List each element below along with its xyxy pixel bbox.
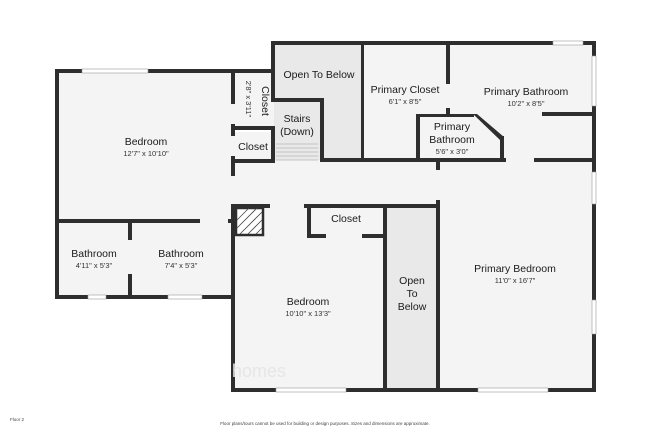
room-labels: Bedroom 12'7" x 10'10" Closet 2'8" x 3'1… xyxy=(71,69,568,318)
wall xyxy=(383,206,387,392)
window xyxy=(87,294,107,300)
primary-closet-floor xyxy=(362,44,448,160)
stairs-treads xyxy=(276,143,318,161)
bathroom-2-label: Bathroom xyxy=(158,248,204,260)
wall xyxy=(320,98,324,162)
bedroom-2-dims: 10'10" x 13'3" xyxy=(285,309,331,318)
window xyxy=(167,294,203,300)
disclaimer: Floor plans/tours cannot be used for bui… xyxy=(220,421,430,426)
wall xyxy=(58,219,234,223)
window xyxy=(81,68,149,74)
wall xyxy=(55,295,234,299)
primary-bathroom-small-line1: Primary xyxy=(434,121,471,133)
doorway xyxy=(326,234,362,238)
primary-bedroom-label: Primary Bedroom xyxy=(474,263,556,275)
stairs-label-line2: (Down) xyxy=(280,126,314,138)
open-below-mid-line3: Below xyxy=(398,301,427,313)
wall xyxy=(473,114,504,140)
walls xyxy=(55,41,596,392)
doorway xyxy=(231,136,235,156)
closet-vertical-label: Closet xyxy=(259,86,271,116)
floor-label: Floor 2 xyxy=(10,417,25,422)
closet-small-floor xyxy=(234,132,272,160)
open-below-mid-line2: To xyxy=(406,288,417,300)
wall xyxy=(55,69,273,73)
wall xyxy=(416,114,474,117)
wall xyxy=(234,126,274,130)
hatched-shaft xyxy=(234,206,265,237)
wall xyxy=(542,112,594,116)
primary-bedroom-dims: 11'0" x 16'7" xyxy=(495,276,536,285)
stairs-label-line1: Stairs xyxy=(284,113,311,125)
doorway xyxy=(446,84,450,108)
wall xyxy=(234,204,440,208)
bathroom-2-floor xyxy=(130,222,234,296)
closet-mid-label: Closet xyxy=(331,213,361,225)
wall xyxy=(361,44,364,162)
wall xyxy=(231,388,596,392)
openings xyxy=(81,40,597,393)
wall xyxy=(231,72,235,392)
open-to-below-top-label: Open To Below xyxy=(283,69,354,81)
watermark: homes xyxy=(232,361,286,381)
primary-bathroom-label: Primary Bathroom xyxy=(484,86,569,98)
wall xyxy=(500,136,504,160)
window xyxy=(552,40,584,46)
wall xyxy=(446,44,450,114)
doorway xyxy=(231,104,235,124)
window xyxy=(591,171,597,205)
window xyxy=(477,387,549,393)
primary-bathroom-dims: 10'2" x 8'5" xyxy=(508,99,545,108)
bathroom-2-dims: 7'4" x 5'3" xyxy=(165,261,198,270)
open-below-mid-floor xyxy=(386,206,438,390)
doorway xyxy=(128,240,132,274)
closet-vertical-floor xyxy=(234,72,272,128)
wall xyxy=(436,160,440,392)
bathroom-1-floor xyxy=(58,222,130,296)
open-below-mid-line1: Open xyxy=(399,275,425,287)
wall xyxy=(271,98,323,102)
wall xyxy=(55,69,59,299)
wall xyxy=(307,204,311,238)
primary-closet-dims: 6'1" x 8'5" xyxy=(389,97,422,106)
wall xyxy=(234,159,274,163)
closet-mid-floor xyxy=(308,206,384,236)
bedroom-2-label: Bedroom xyxy=(287,296,330,308)
doorway xyxy=(200,219,228,223)
doorway xyxy=(436,170,440,200)
wall xyxy=(271,41,275,101)
window xyxy=(275,387,347,393)
bedroom-1-floor xyxy=(58,72,234,222)
wall xyxy=(416,114,420,160)
bathroom-1-dims: 4'11" x 5'3" xyxy=(76,261,113,270)
doorway xyxy=(506,158,534,162)
primary-bathroom-floor xyxy=(448,44,592,160)
closet-vertical-dims: 2'8" x 3'11" xyxy=(244,81,253,118)
bathroom-1-label: Bathroom xyxy=(71,248,117,260)
primary-bathroom-small-dims: 5'6" x 3'0" xyxy=(436,147,469,156)
bedroom-1-label: Bedroom xyxy=(125,136,168,148)
window xyxy=(591,55,597,107)
wall xyxy=(320,158,594,162)
doorway xyxy=(231,176,235,204)
doorway xyxy=(270,204,304,208)
window xyxy=(591,299,597,335)
primary-bathroom-small-line2: Bathroom xyxy=(429,134,475,146)
wall xyxy=(271,126,275,163)
wall xyxy=(271,41,596,45)
closet-small-label: Closet xyxy=(238,141,268,153)
primary-bedroom-floor xyxy=(438,160,592,390)
wall xyxy=(592,41,596,391)
bedroom-1-dims: 12'7" x 10'10" xyxy=(123,149,169,158)
primary-closet-label: Primary Closet xyxy=(371,84,440,96)
hallway-floor xyxy=(234,162,440,206)
